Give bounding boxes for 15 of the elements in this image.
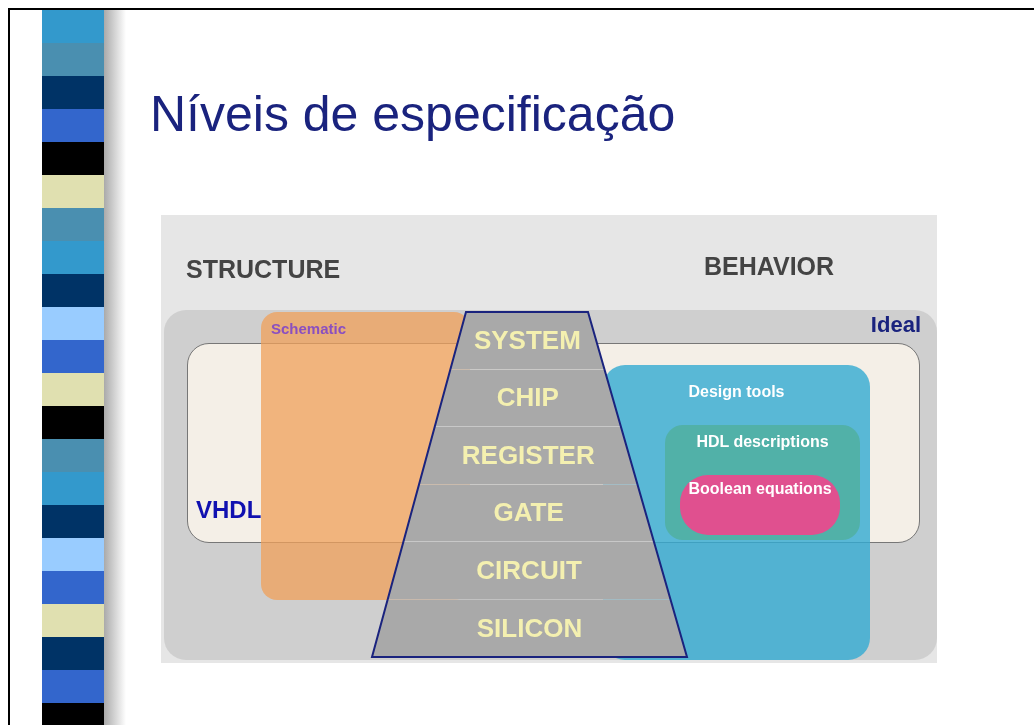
region-label: Boolean equations — [687, 479, 833, 499]
axis-heading: STRUCTURE — [186, 255, 341, 284]
region-label: VHDL — [196, 496, 262, 524]
level-label: REGISTER — [461, 439, 595, 471]
level-label: CIRCUIT — [476, 554, 582, 586]
level-label: SYSTEM — [473, 324, 581, 356]
slide-title: Níveis de especificação — [150, 85, 676, 143]
region-label: HDL descriptions — [695, 433, 830, 451]
level-label: GATE — [493, 497, 564, 529]
region-label: Ideal — [870, 312, 921, 338]
level-label: CHIP — [496, 382, 559, 414]
level-label: SILICON — [476, 612, 583, 644]
axis-heading: BEHAVIOR — [704, 252, 835, 281]
region-label: Schematic — [271, 320, 347, 337]
region-label: Design tools — [687, 383, 786, 401]
